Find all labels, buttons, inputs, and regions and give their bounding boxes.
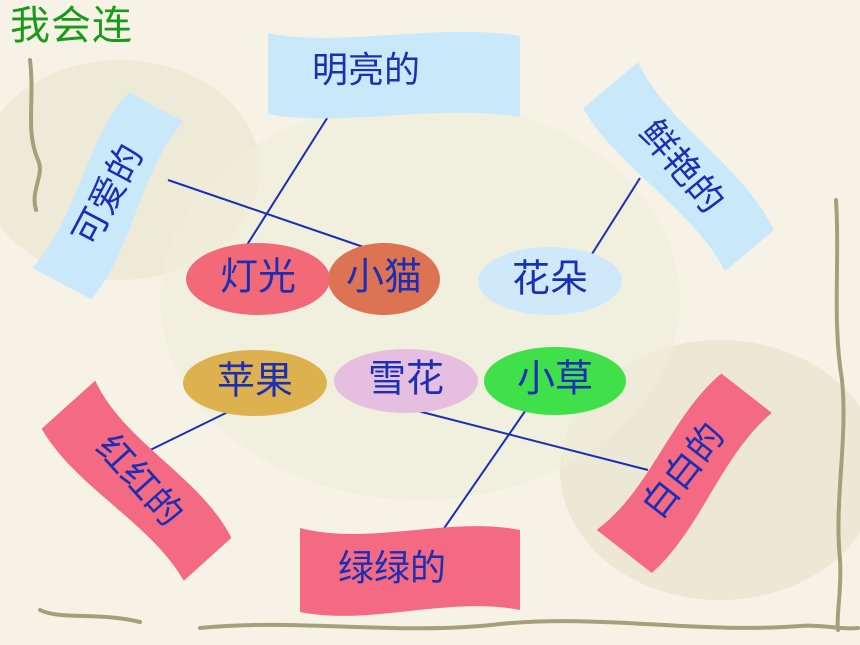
adjective-label: 明亮的	[312, 50, 420, 91]
connection-line-vivid-flower	[591, 177, 641, 255]
connection-line-red-apple	[139, 409, 233, 456]
noun-oval-apple[interactable]: 苹果	[183, 350, 327, 416]
noun-label: 苹果	[217, 359, 293, 403]
noun-label: 雪花	[368, 357, 444, 401]
adjective-banner-bright[interactable]: 明亮的	[268, 31, 520, 119]
noun-oval-kitten[interactable]: 小猫	[328, 243, 440, 315]
connection-line-bright-light	[239, 103, 337, 257]
noun-label: 小猫	[346, 255, 422, 299]
noun-oval-light[interactable]: 灯光	[186, 243, 330, 315]
connection-lines	[139, 103, 649, 541]
vine-border	[28, 58, 860, 632]
adjective-banner-green[interactable]: 绿绿的	[300, 526, 520, 616]
noun-oval-grass[interactable]: 小草	[484, 347, 626, 415]
connection-line-white-snowflake	[413, 409, 649, 471]
page-title: 我会连	[10, 3, 133, 49]
adjective-banner-red[interactable]: 红红的	[39, 380, 235, 586]
noun-oval-flower[interactable]: 花朵	[478, 247, 622, 315]
connection-line-lovely-kitten	[167, 179, 379, 253]
noun-oval-snowflake[interactable]: 雪花	[334, 349, 478, 413]
adjective-label: 绿绿的	[338, 548, 446, 589]
noun-label: 灯光	[220, 255, 296, 299]
noun-label: 花朵	[512, 257, 588, 301]
connection-line-green-grass	[435, 403, 531, 541]
noun-label: 小草	[517, 357, 593, 401]
